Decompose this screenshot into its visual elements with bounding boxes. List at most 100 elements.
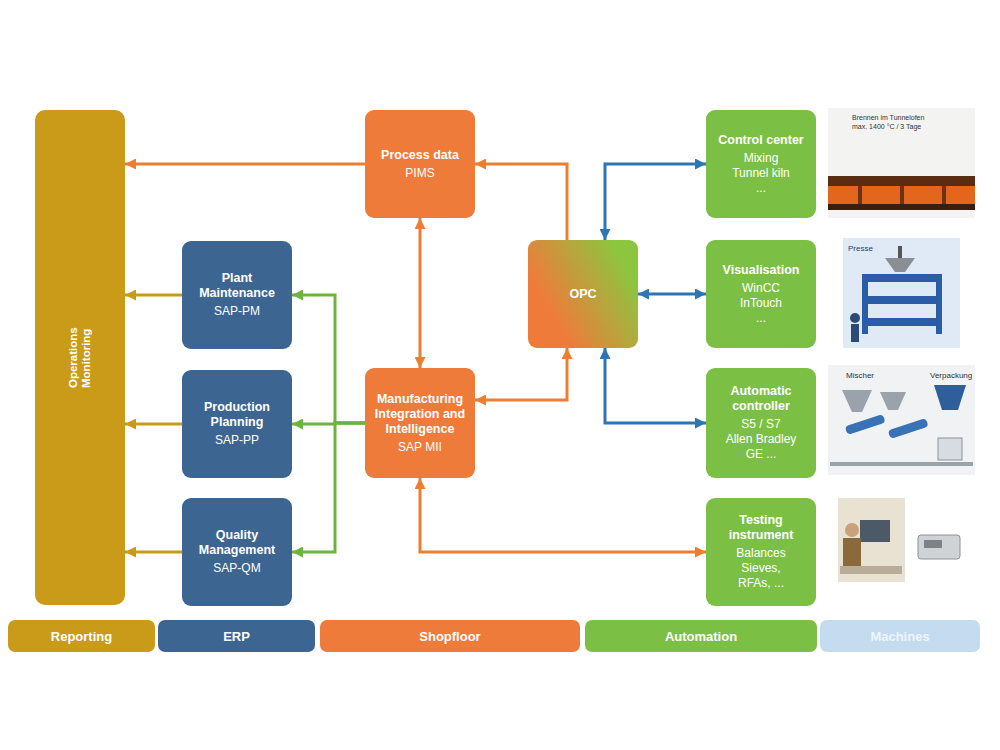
flow-arrow bbox=[475, 348, 567, 400]
illustration-label: Brennen im Tunnelofen bbox=[852, 114, 924, 121]
kiln-divider bbox=[942, 186, 946, 204]
box-body: InTouch bbox=[740, 296, 782, 311]
press-column bbox=[862, 274, 868, 334]
erp-box: Plant MaintenanceSAP-PM bbox=[182, 241, 292, 349]
flow-arrow bbox=[125, 551, 182, 554]
lab-monitor bbox=[860, 520, 890, 542]
automation-box: Automatic controller S5 / S7Allen Bradley… bbox=[706, 368, 816, 478]
layer-band: Reporting bbox=[8, 620, 155, 652]
press-beam bbox=[862, 274, 942, 282]
box-body: RFAs, ... bbox=[738, 576, 784, 591]
illustration-label: max. 1400 °C / 3 Tage bbox=[852, 123, 921, 130]
package-bag bbox=[938, 438, 962, 460]
kiln-divider bbox=[900, 186, 904, 204]
flow-arrow bbox=[292, 423, 365, 552]
illustration-label: Verpackung bbox=[930, 371, 972, 380]
lab-desk bbox=[840, 566, 902, 574]
box-heading: Machines bbox=[870, 629, 929, 644]
kiln-glow bbox=[828, 186, 975, 204]
box-body: SAP-PM bbox=[214, 304, 260, 319]
lab-person-body bbox=[843, 538, 861, 568]
test-device-display bbox=[924, 540, 942, 548]
flow-arrow bbox=[638, 293, 706, 296]
erp-box: Production PlanningSAP-PP bbox=[182, 370, 292, 478]
press-column bbox=[936, 274, 942, 334]
layer-band: Machines bbox=[820, 620, 980, 652]
mixer-panel bbox=[828, 365, 975, 475]
box-heading: Testing instrument bbox=[712, 513, 810, 543]
lab-person-head bbox=[845, 523, 859, 537]
screw-conveyor bbox=[845, 414, 886, 435]
box-body: PIMS bbox=[405, 166, 434, 181]
box-heading: Production Planning bbox=[188, 400, 286, 430]
flow-arrow bbox=[125, 163, 365, 166]
layer-band: ERP bbox=[158, 620, 315, 652]
kiln-rail bbox=[828, 204, 975, 210]
box-body: S5 / S7 bbox=[741, 417, 780, 432]
reporting-column: Operations Monitoring bbox=[35, 110, 125, 605]
screw-conveyor bbox=[888, 418, 929, 439]
box-body: ... bbox=[756, 311, 766, 326]
floor-line bbox=[830, 462, 973, 466]
box-heading: Manufacturing Integration and Intelligen… bbox=[371, 392, 469, 437]
box-body: SAP MII bbox=[398, 440, 442, 455]
layer-band: Automation bbox=[585, 620, 817, 652]
flow-arrow bbox=[125, 294, 182, 297]
automation-box: Control centerMixingTunnel kiln... bbox=[706, 110, 816, 218]
box-body: SAP-PP bbox=[215, 433, 259, 448]
shopfloor-box: Manufacturing Integration and Intelligen… bbox=[365, 368, 475, 478]
illustration-label: Mischer bbox=[846, 371, 874, 380]
packer-hopper bbox=[934, 385, 966, 410]
box-heading: Quality Management bbox=[188, 528, 286, 558]
box-body: Balances bbox=[736, 546, 785, 561]
kiln-roof bbox=[828, 176, 975, 186]
illustration-label: Presse bbox=[848, 244, 873, 253]
kiln-panel bbox=[828, 108, 975, 218]
flow-arrow bbox=[605, 164, 706, 240]
layer-band: Shopfloor bbox=[320, 620, 580, 652]
box-heading: ERP bbox=[223, 629, 250, 644]
box-heading: Plant Maintenance bbox=[188, 271, 286, 301]
box-body: WinCC bbox=[742, 281, 780, 296]
opc-box: OPC bbox=[528, 240, 638, 348]
mixer-hopper bbox=[842, 390, 872, 412]
press-ram bbox=[898, 246, 902, 258]
box-heading: Operations Monitoring bbox=[67, 319, 93, 397]
box-body: Mixing bbox=[744, 151, 779, 166]
box-body: Allen Bradley bbox=[726, 432, 797, 447]
flow-arrow bbox=[420, 478, 706, 552]
box-heading: OPC bbox=[569, 287, 596, 302]
automation-box: VisualisationWinCCInTouch... bbox=[706, 240, 816, 348]
box-heading: Automatic controller bbox=[712, 384, 810, 414]
flow-arrow bbox=[419, 218, 422, 368]
press-hopper bbox=[885, 258, 915, 272]
box-heading: Visualisation bbox=[723, 263, 800, 278]
box-body: SAP-QM bbox=[213, 561, 260, 576]
box-heading: Automation bbox=[665, 629, 737, 644]
flow-arrow bbox=[292, 295, 365, 423]
test-device bbox=[918, 535, 960, 559]
box-heading: Control center bbox=[718, 133, 803, 148]
flow-arrow bbox=[292, 423, 365, 424]
box-body: Sieves, bbox=[741, 561, 780, 576]
press-panel bbox=[843, 238, 960, 348]
shopfloor-box: Process dataPIMS bbox=[365, 110, 475, 218]
mixer-hopper bbox=[880, 392, 906, 410]
box-body: Tunnel kiln bbox=[732, 166, 790, 181]
box-heading: Reporting bbox=[51, 629, 112, 644]
erp-box: Quality ManagementSAP-QM bbox=[182, 498, 292, 606]
box-body: ... bbox=[756, 181, 766, 196]
kiln-divider bbox=[858, 186, 862, 204]
press-beam bbox=[862, 296, 942, 304]
flow-arrow bbox=[125, 423, 182, 426]
operator-body bbox=[851, 324, 859, 342]
box-heading: Shopfloor bbox=[419, 629, 480, 644]
flow-arrow bbox=[475, 164, 567, 240]
operator-head bbox=[850, 313, 860, 323]
lab-photo bbox=[838, 498, 905, 582]
press-beam bbox=[862, 318, 942, 326]
automation-box: Testing instrumentBalancesSieves,RFAs, .… bbox=[706, 498, 816, 606]
flow-arrow bbox=[605, 348, 706, 423]
